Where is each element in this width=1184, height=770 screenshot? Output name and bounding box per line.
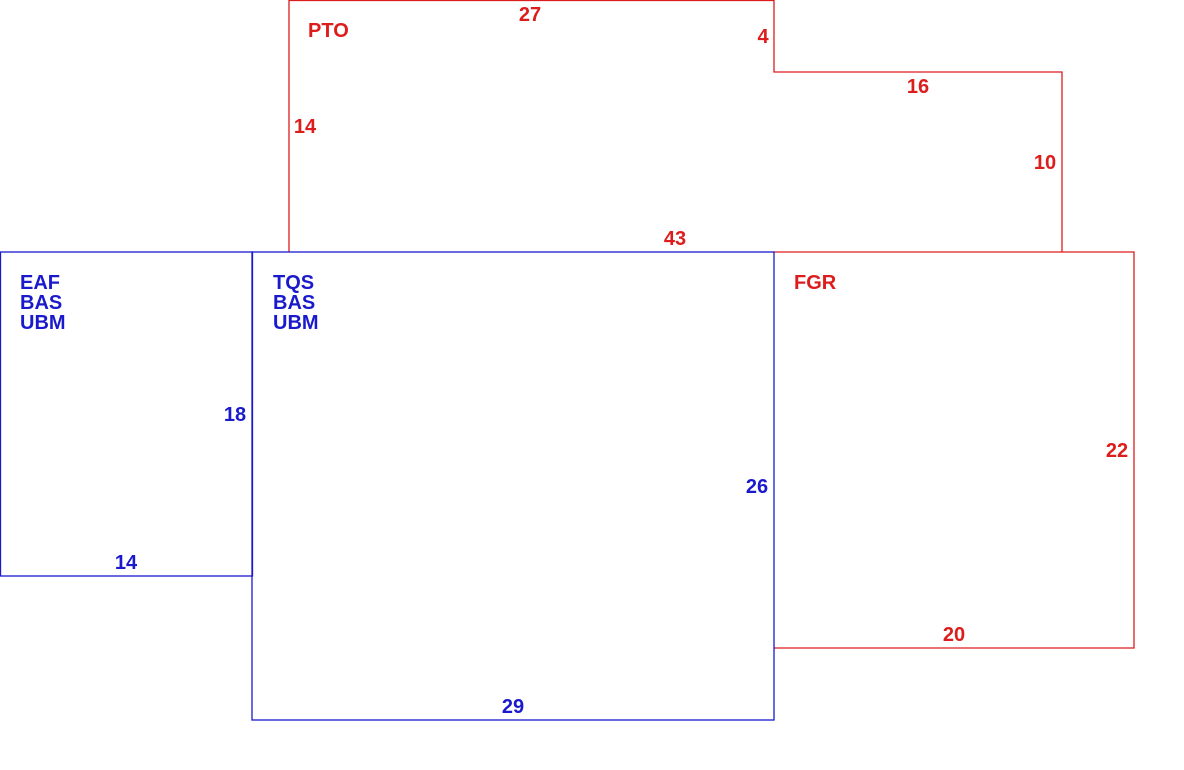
fgr-dim-right: 22 [1106,440,1128,462]
pto-dim-step-top: 16 [907,76,929,98]
pto-dim-left: 14 [294,116,317,138]
pto-outline [288,0,1063,252]
pto-dim-right: 10 [1034,152,1056,174]
pto-dim-bottom: 43 [664,228,686,250]
tqs-dim-bottom: 29 [502,696,524,718]
tqs-code-2: BAS [273,292,315,314]
pto-dim-step: 4 [757,26,769,48]
pto-dim-top: 27 [519,4,541,26]
tqs-dim-right: 26 [746,476,768,498]
eaf-dim-right: 18 [224,404,246,426]
tqs-outline [251,251,775,721]
tqs-code-3: UBM [273,312,319,334]
eaf-code-2: BAS [20,292,62,314]
fgr-dim-bottom: 20 [943,624,965,646]
pto-code: PTO [308,20,349,42]
fgr-code: FGR [794,272,837,294]
eaf-code-3: UBM [20,312,66,334]
fgr-outline [774,251,1135,649]
eaf-dim-bottom: 14 [115,552,138,574]
tqs-code-1: TQS [273,272,314,294]
eaf-code-1: EAF [20,272,60,294]
